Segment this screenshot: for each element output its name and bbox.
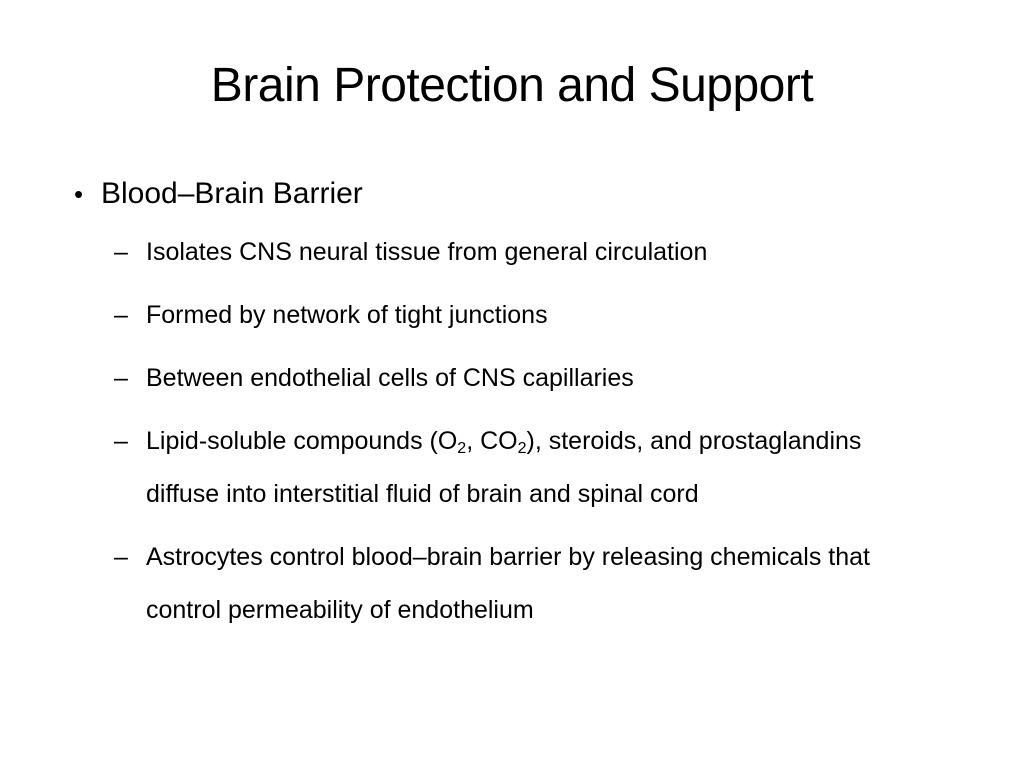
slide-body: • Blood–Brain Barrier – Isolates CNS neu…	[74, 170, 954, 647]
sub-bullet-lipid-soluble: – Lipid-soluble compounds (O2, CO2), ste…	[114, 415, 954, 521]
sub-bullet-text: Formed by network of tight junctions	[146, 301, 548, 329]
dash-marker: –	[114, 427, 128, 455]
subscript: 2	[517, 440, 527, 457]
dash-marker: –	[114, 543, 128, 571]
sub-bullet-list: – Isolates CNS neural tissue from genera…	[74, 226, 954, 637]
dash-marker: –	[114, 238, 128, 266]
sub-bullet-isolates: – Isolates CNS neural tissue from genera…	[114, 226, 954, 279]
bullet-blood-brain-barrier: • Blood–Brain Barrier	[74, 170, 954, 218]
sub-bullet-text: Astrocytes control blood–brain barrier b…	[146, 543, 870, 624]
sub-bullet-astrocytes: – Astrocytes control blood–brain barrier…	[114, 531, 954, 637]
slide-title: Brain Protection and Support	[210, 59, 814, 112]
sub-bullet-text: Between endothelial cells of CNS capilla…	[146, 364, 634, 392]
sub-bullet-text: Lipid-soluble compounds (O2, CO2), stero…	[146, 415, 926, 521]
sub-bullet-formed: – Formed by network of tight junctions	[114, 289, 954, 342]
sub-bullet-between: – Between endothelial cells of CNS capil…	[114, 352, 954, 405]
subscript: 2	[457, 440, 467, 457]
text-run: ), steroids, and prostaglandins diffuse …	[146, 427, 862, 508]
text-run: Lipid-soluble compounds (O	[146, 427, 458, 455]
dash-marker: –	[114, 364, 128, 392]
text-run: , CO	[466, 427, 518, 455]
bullet-marker: •	[74, 179, 84, 209]
sub-bullet-text: Isolates CNS neural tissue from general …	[146, 238, 708, 266]
dash-marker: –	[114, 301, 128, 329]
bullet-label: Blood–Brain Barrier	[101, 177, 363, 210]
